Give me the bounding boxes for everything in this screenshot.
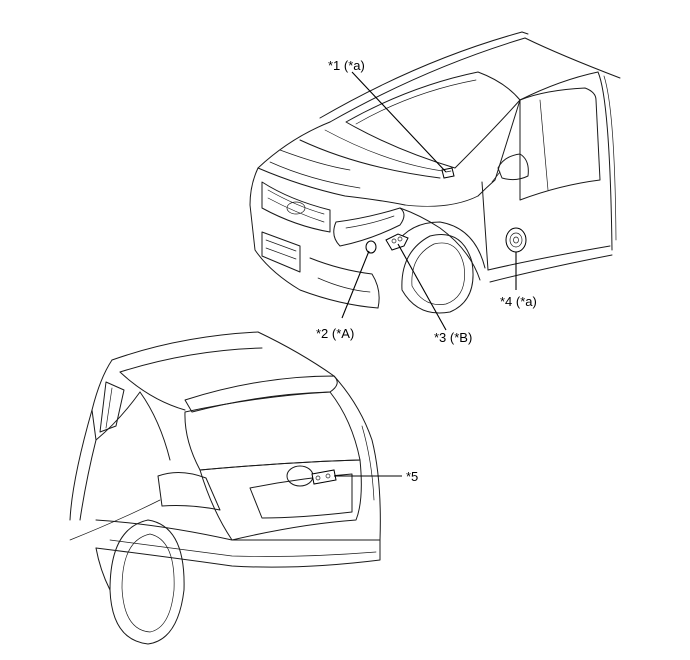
callout-2-label: *2 (*A) [316, 326, 354, 341]
part-5-marker [311, 469, 337, 485]
rear-vehicle-drawing [69, 331, 381, 645]
callout-5-label: *5 [406, 469, 418, 484]
part-4-marker [505, 227, 527, 253]
leader-line-2 [341, 250, 370, 319]
callout-3-label: *3 (*B) [434, 330, 472, 345]
leader-line-3 [397, 243, 447, 331]
callout-1-label: *1 (*a) [328, 58, 365, 73]
front-vehicle-drawing [249, 31, 621, 314]
callout-4-label: *4 (*a) [500, 294, 537, 309]
part-3-marker [385, 233, 409, 251]
leader-line-1 [351, 71, 447, 173]
part-2-marker [365, 240, 377, 254]
